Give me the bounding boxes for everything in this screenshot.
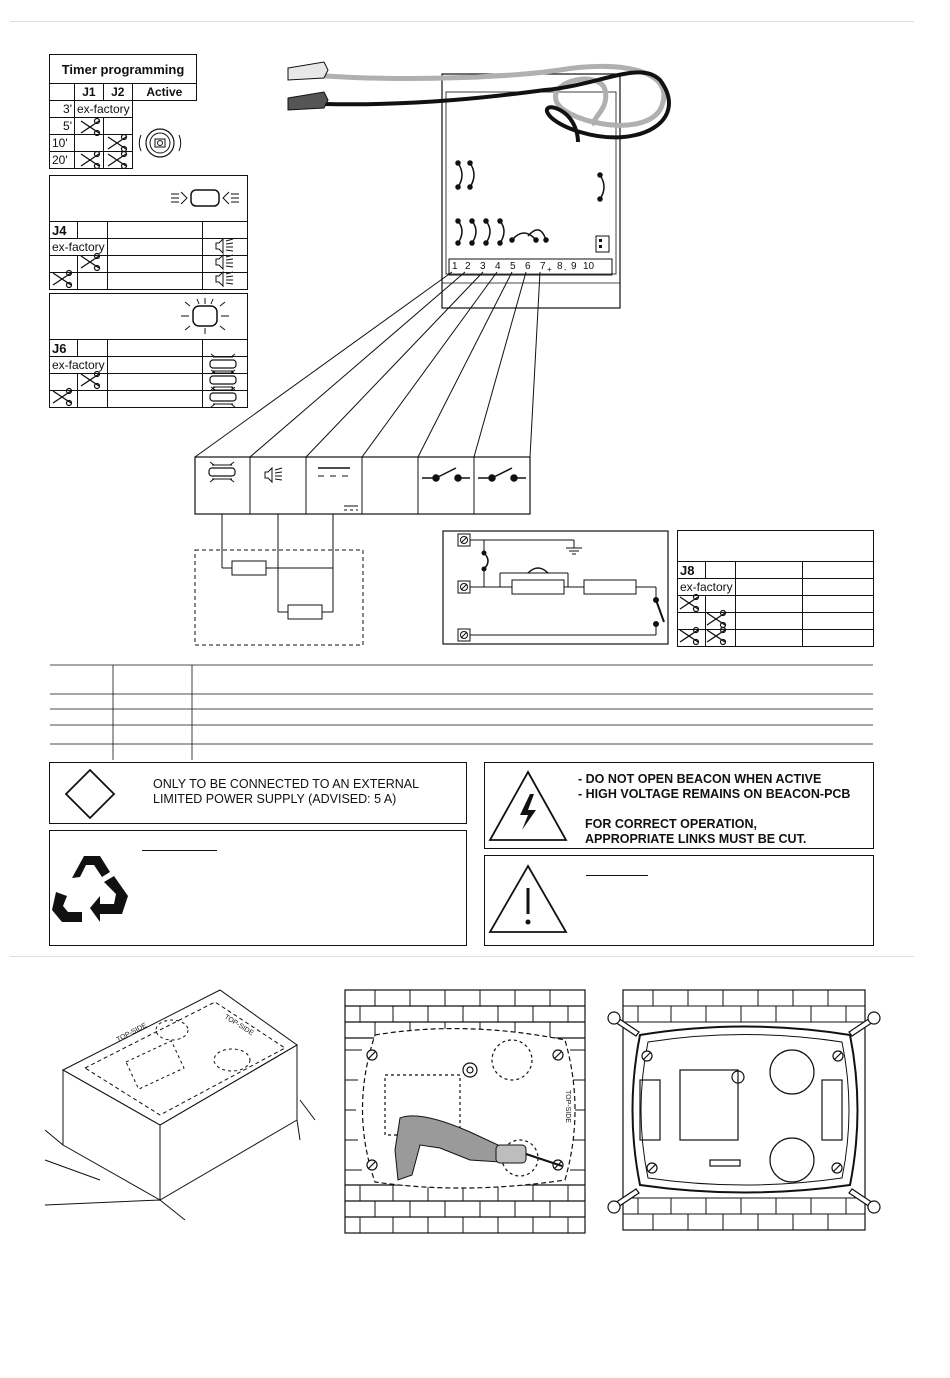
beacon-pcb [441,73,621,309]
power-supply-text: ONLY TO BE CONNECTED TO AN EXTERNAL LIMI… [153,777,420,806]
switch-contact-icon [422,467,470,482]
caution-notice [484,855,874,946]
terminal-7-polarity: + [547,265,552,274]
sounder-icon [215,254,234,270]
j8-cell [734,612,803,630]
scissors-icon [107,150,128,170]
scissors-icon [80,370,101,390]
scissors-icon [677,595,706,613]
dc-supply-icon [318,467,358,511]
timer-row-time: 10' [49,134,75,152]
terminal-7: 7 [540,261,546,272]
j8-cell [734,629,803,647]
sounder-icon [215,271,234,287]
sounder-icon [201,272,249,290]
terminal-strip-labels: 1 2 3 4 5 6 7 + 8 - 9 10 [449,260,612,274]
terminal-1: 1 [452,261,458,272]
j8-label: J8 [677,561,706,579]
schematic-panel [442,530,669,645]
beacon-sounder-icon [171,189,239,207]
j4-table: J4 ex-factory [49,221,249,290]
wall-screw-icon [607,1011,881,1214]
j8-cell [801,612,875,630]
screw-icon [641,1050,653,1062]
j6-row-ex-factory: ex-factory [49,356,108,374]
terminal-2: 2 [465,261,471,272]
j8-cell [734,595,803,613]
terminal-6: 6 [525,261,531,272]
terminal-9: 9 [571,261,577,272]
high-voltage-notice: - DO NOT OPEN BEACON WHEN ACTIVE - HIGH … [484,762,874,849]
scissors-icon [677,629,706,647]
j8-cell [704,595,736,613]
j8-row-ex-factory: ex-factory [677,578,736,596]
terminal-10: 10 [583,261,595,272]
top-divider [10,21,914,22]
scissors-icon [80,252,101,272]
timer-table: J1 J2 Active 3' ex-factory 5' 10' 20' [49,83,198,169]
beacon-warning-text: - DO NOT OPEN BEACON WHEN ACTIVE - HIGH … [578,772,851,801]
connection-symbols-row [194,456,531,515]
switch-contact-icon [478,467,526,482]
middle-divider [10,956,914,957]
timer-clock-icon [138,128,182,158]
brick-wall-mounted-base [622,989,866,1231]
j8-cell [734,561,803,579]
mounting-template-box [44,989,316,1221]
scissors-icon [80,117,101,137]
links-warning-text: FOR CORRECT OPERATION, APPROPRIATE LINKS… [585,817,807,846]
scissors-icon [80,150,101,170]
flash-icon [209,386,237,408]
recycle-heading-underline [142,850,217,851]
terminal-4: 4 [495,261,501,272]
sounder-icon [215,238,234,254]
j8-cell [734,578,803,596]
info-table [50,664,873,760]
scissors-icon [704,612,736,630]
j8-cell [801,595,875,613]
timer-row-time: 20' [49,151,75,169]
power-supply-notice: ONLY TO BE CONNECTED TO AN EXTERNAL LIMI… [49,762,467,824]
scissors-icon [52,387,73,407]
j8-cell [677,612,706,630]
screw-icon [646,1162,658,1174]
lead-wires [287,61,671,143]
brick-wall-drilling [344,989,586,1234]
j8-cell [801,578,875,596]
drill-icon [394,1115,563,1181]
beacon-flash-icon [181,298,229,334]
j8-cell [801,561,875,579]
flash-icon [209,353,237,375]
timer-title: Timer programming [61,62,185,77]
screw-icon [366,1159,378,1171]
terminal-3: 3 [480,261,486,272]
top-side-label: TOP-SIDE [564,1090,571,1123]
resistor-network [194,514,364,646]
j8-table: J8 ex-factory [677,561,875,647]
terminal-8: 8 [557,261,563,272]
recycle-notice [49,830,467,946]
flash-icon [209,369,237,391]
screw-icon [552,1049,564,1061]
screw-icon [366,1049,378,1061]
scissors-icon [52,269,73,289]
caution-heading-underline [586,875,648,876]
screw-icon [832,1050,844,1062]
terminal-8-polarity: - [564,265,567,274]
j8-cell [801,629,875,647]
terminal-5: 5 [510,261,516,272]
scissors-icon [704,629,736,647]
terminal-fanout-lines [194,271,541,458]
screw-icon [831,1162,843,1174]
j8-cell [704,561,736,579]
scissors-icon [107,133,128,153]
